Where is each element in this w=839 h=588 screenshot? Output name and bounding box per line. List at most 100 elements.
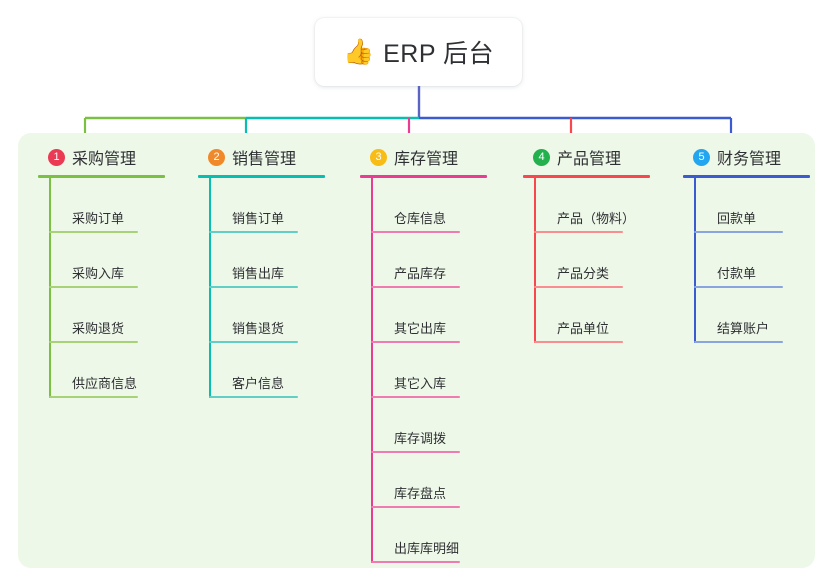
branch-item-underline bbox=[209, 286, 298, 288]
branch-underline bbox=[683, 175, 810, 178]
branch-title: 库存管理 bbox=[394, 151, 459, 168]
branch-header-2[interactable]: 2 销售管理 bbox=[198, 145, 358, 169]
branch-spine bbox=[371, 178, 373, 563]
branch-item[interactable]: 付款单 bbox=[683, 233, 839, 288]
branch-item-label: 其它出库 bbox=[394, 321, 447, 336]
branch-item-underline bbox=[694, 341, 783, 343]
branch-header-1[interactable]: 1 采购管理 bbox=[38, 145, 198, 169]
branch-item-underline bbox=[534, 231, 623, 233]
branch-item-label: 客户信息 bbox=[232, 376, 285, 391]
branch-header-4[interactable]: 4 产品管理 bbox=[523, 145, 683, 169]
branch-item[interactable]: 回款单 bbox=[683, 178, 839, 233]
branch-item-underline bbox=[49, 231, 138, 233]
branch-item[interactable]: 销售退货 bbox=[198, 288, 358, 343]
branch-title: 采购管理 bbox=[72, 151, 137, 168]
branch-item-label: 供应商信息 bbox=[72, 376, 138, 391]
branch-item-list: 采购订单采购入库采购退货供应商信息 bbox=[38, 178, 198, 398]
branches-panel bbox=[18, 133, 815, 568]
branch-title: 财务管理 bbox=[717, 151, 782, 168]
branch-item[interactable]: 采购入库 bbox=[38, 233, 198, 288]
branch-item[interactable]: 库存调拨 bbox=[360, 398, 520, 453]
branch-item-label: 仓库信息 bbox=[394, 211, 447, 226]
branch-underline bbox=[198, 175, 325, 178]
branch-item-underline bbox=[371, 341, 460, 343]
branch-item[interactable]: 出库库明细 bbox=[360, 508, 520, 563]
branch-title: 产品管理 bbox=[557, 151, 622, 168]
branch-spine bbox=[534, 178, 536, 343]
branch-item-list: 销售订单销售出库销售退货客户信息 bbox=[198, 178, 358, 398]
branch-item-label: 其它入库 bbox=[394, 376, 447, 391]
branch-number-badge: 5 bbox=[693, 148, 710, 166]
branch-item[interactable]: 仓库信息 bbox=[360, 178, 520, 233]
branch-item[interactable]: 其它出库 bbox=[360, 288, 520, 343]
branch-item-label: 结算账户 bbox=[717, 321, 770, 336]
branch-item-underline bbox=[49, 286, 138, 288]
branch-item[interactable]: 客户信息 bbox=[198, 343, 358, 398]
branch-item[interactable]: 产品库存 bbox=[360, 233, 520, 288]
branch-number-badge: 3 bbox=[370, 148, 387, 166]
branch-spine bbox=[49, 178, 51, 398]
branch-column-2: 2 销售管理销售订单销售出库销售退货客户信息 bbox=[198, 145, 358, 398]
branch-item-underline bbox=[209, 396, 298, 398]
branch-item-list: 产品（物料） 产品分类产品单位 bbox=[523, 178, 683, 343]
branch-item-underline bbox=[371, 396, 460, 398]
branch-item-label: 出库库明细 bbox=[394, 541, 460, 556]
branch-item-label: 库存调拨 bbox=[394, 431, 447, 446]
branch-item[interactable]: 采购退货 bbox=[38, 288, 198, 343]
branch-column-3: 3 库存管理仓库信息产品库存其它出库其它入库库存调拨库存盘点出库库明细 bbox=[360, 145, 520, 563]
branch-item-label: 回款单 bbox=[717, 211, 757, 226]
root-node-title: ERP 后台 bbox=[383, 40, 495, 68]
branch-column-4: 4 产品管理产品（物料） 产品分类产品单位 bbox=[523, 145, 683, 343]
branch-number-badge: 1 bbox=[48, 148, 65, 166]
branch-item-underline bbox=[534, 341, 623, 343]
branch-header-3[interactable]: 3 库存管理 bbox=[360, 145, 520, 169]
branch-item[interactable]: 库存盘点 bbox=[360, 453, 520, 508]
branch-item-list: 回款单付款单结算账户 bbox=[683, 178, 839, 343]
branch-item[interactable]: 供应商信息 bbox=[38, 343, 198, 398]
root-node-card[interactable]: 👍 ERP 后台 bbox=[315, 18, 522, 86]
branch-item-underline bbox=[694, 231, 783, 233]
branch-item[interactable]: 销售出库 bbox=[198, 233, 358, 288]
branch-item-list: 仓库信息产品库存其它出库其它入库库存调拨库存盘点出库库明细 bbox=[360, 178, 520, 563]
branch-item-label: 采购入库 bbox=[72, 266, 125, 281]
branch-item-underline bbox=[209, 231, 298, 233]
branch-item-underline bbox=[371, 286, 460, 288]
branch-columns: 1 采购管理采购订单采购入库采购退货供应商信息 2 销售管理销售订单销售出库销售退货客… bbox=[18, 133, 815, 568]
branch-underline bbox=[523, 175, 650, 178]
branch-item-label: 付款单 bbox=[717, 266, 757, 281]
branch-item-underline bbox=[209, 341, 298, 343]
branch-item[interactable]: 销售订单 bbox=[198, 178, 358, 233]
branch-item[interactable]: 产品分类 bbox=[523, 233, 683, 288]
branch-item-label: 采购订单 bbox=[72, 211, 125, 226]
branch-number-badge: 2 bbox=[208, 148, 225, 166]
branch-item[interactable]: 产品（物料） bbox=[523, 178, 683, 233]
branch-title: 销售管理 bbox=[232, 151, 297, 168]
branch-item-label: 产品库存 bbox=[394, 266, 447, 281]
branch-item[interactable]: 产品单位 bbox=[523, 288, 683, 343]
branch-item-underline bbox=[371, 231, 460, 233]
branch-item-label: 采购退货 bbox=[72, 321, 125, 336]
branch-underline bbox=[360, 175, 487, 178]
branch-item-label: 销售退货 bbox=[232, 321, 285, 336]
branch-item-underline bbox=[49, 341, 138, 343]
branch-item-label: 销售出库 bbox=[232, 266, 285, 281]
branch-header-5[interactable]: 5 财务管理 bbox=[683, 145, 839, 169]
branch-item-label: 产品（物料） bbox=[557, 211, 636, 226]
branch-item-underline bbox=[694, 286, 783, 288]
thumbs-up-icon: 👍 bbox=[342, 37, 375, 66]
branch-column-5: 5 财务管理回款单付款单结算账户 bbox=[683, 145, 839, 343]
branch-item-underline bbox=[534, 286, 623, 288]
branch-item-underline bbox=[371, 561, 460, 563]
branch-item-underline bbox=[371, 451, 460, 453]
branch-column-1: 1 采购管理采购订单采购入库采购退货供应商信息 bbox=[38, 145, 198, 398]
branch-underline bbox=[38, 175, 165, 178]
branch-item[interactable]: 结算账户 bbox=[683, 288, 839, 343]
branch-item[interactable]: 其它入库 bbox=[360, 343, 520, 398]
branch-item-underline bbox=[371, 506, 460, 508]
branch-item-underline bbox=[49, 396, 138, 398]
branch-item-label: 库存盘点 bbox=[394, 486, 447, 501]
branch-item-label: 销售订单 bbox=[232, 211, 285, 226]
branch-number-badge: 4 bbox=[533, 148, 550, 166]
branch-item[interactable]: 采购订单 bbox=[38, 178, 198, 233]
